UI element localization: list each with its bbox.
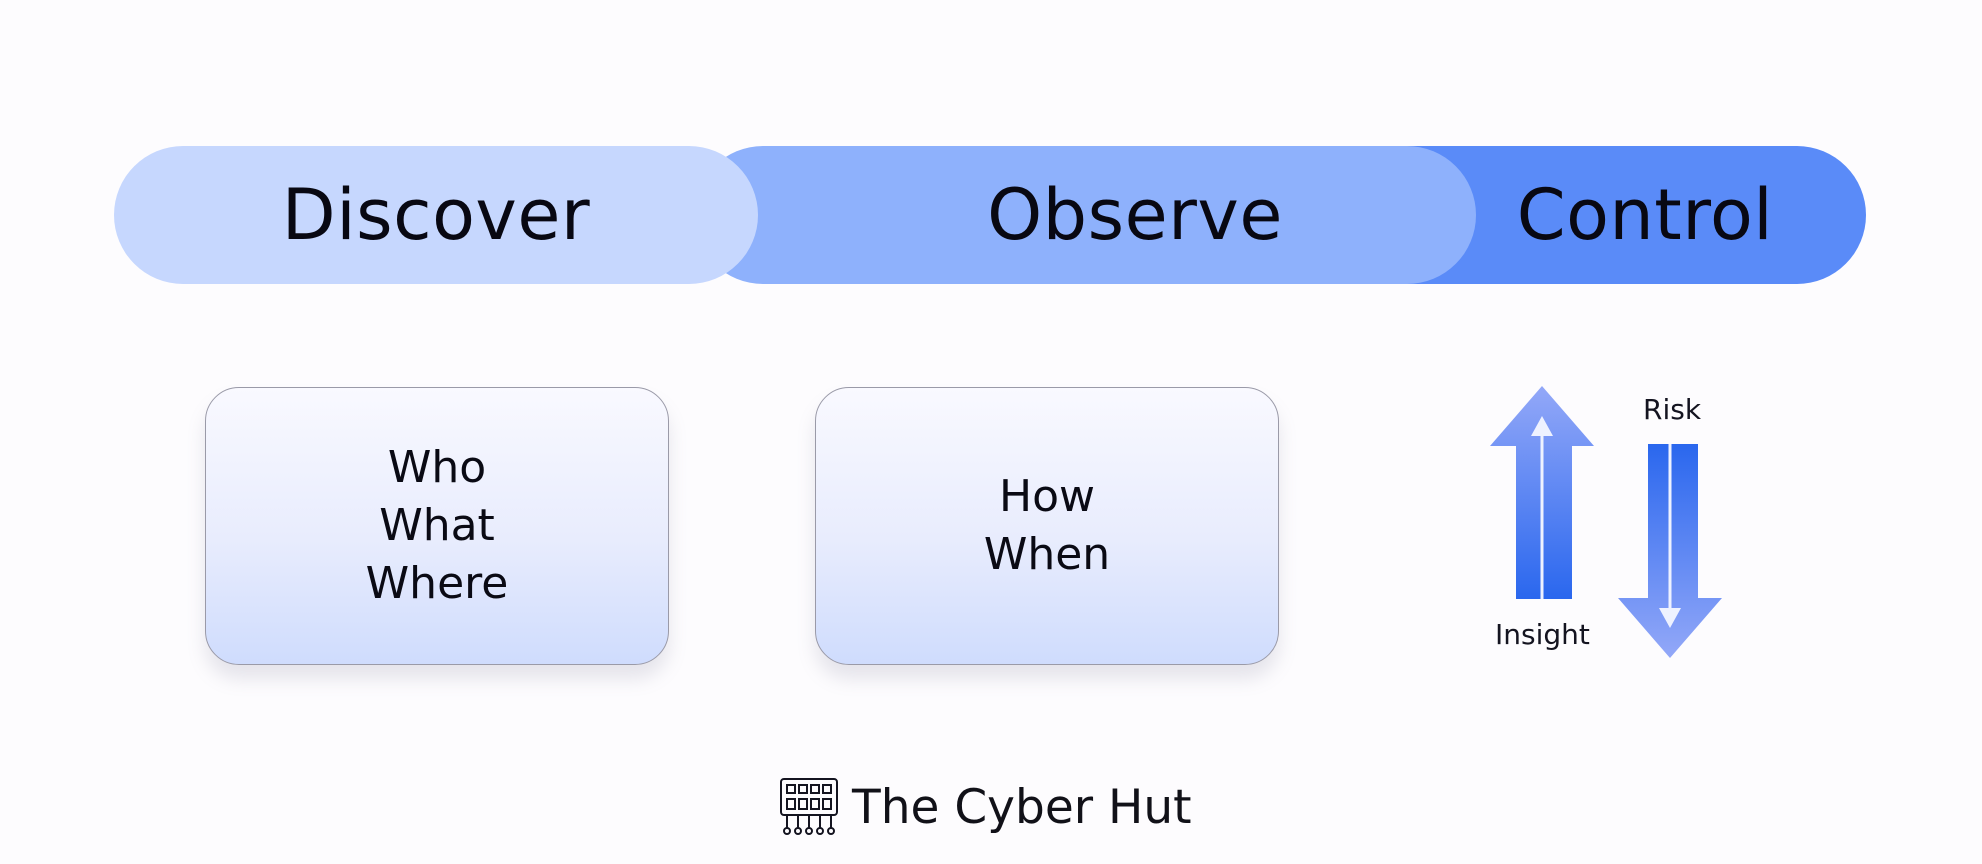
question-what: What: [379, 500, 495, 551]
circuit-board-icon: [780, 778, 838, 835]
insight-up-arrow-icon: [1490, 386, 1594, 599]
question-who: Who: [387, 442, 487, 493]
stage-pipeline: Control Observe Discover: [114, 146, 1866, 284]
footer-brand: The Cyber Hut: [778, 776, 1192, 838]
risk-down-arrow-icon: [1618, 444, 1722, 658]
stage-observe: Observe: [694, 146, 1476, 284]
brand-name: The Cyber Hut: [852, 779, 1192, 835]
stage-discover-label: Discover: [281, 174, 591, 256]
stage-discover: Discover: [114, 146, 758, 284]
risk-label: Risk: [1643, 393, 1702, 426]
observe-questions-box: How When: [815, 387, 1279, 665]
question-how: How: [999, 471, 1095, 522]
insight-label: Insight: [1495, 618, 1590, 651]
discover-questions-box: Who What Where: [205, 387, 669, 665]
question-when: When: [983, 529, 1111, 580]
question-where: Where: [365, 558, 509, 609]
control-arrows: [1490, 386, 1722, 658]
stage-control-label: Control: [1516, 174, 1774, 256]
stage-observe-label: Observe: [987, 174, 1283, 256]
